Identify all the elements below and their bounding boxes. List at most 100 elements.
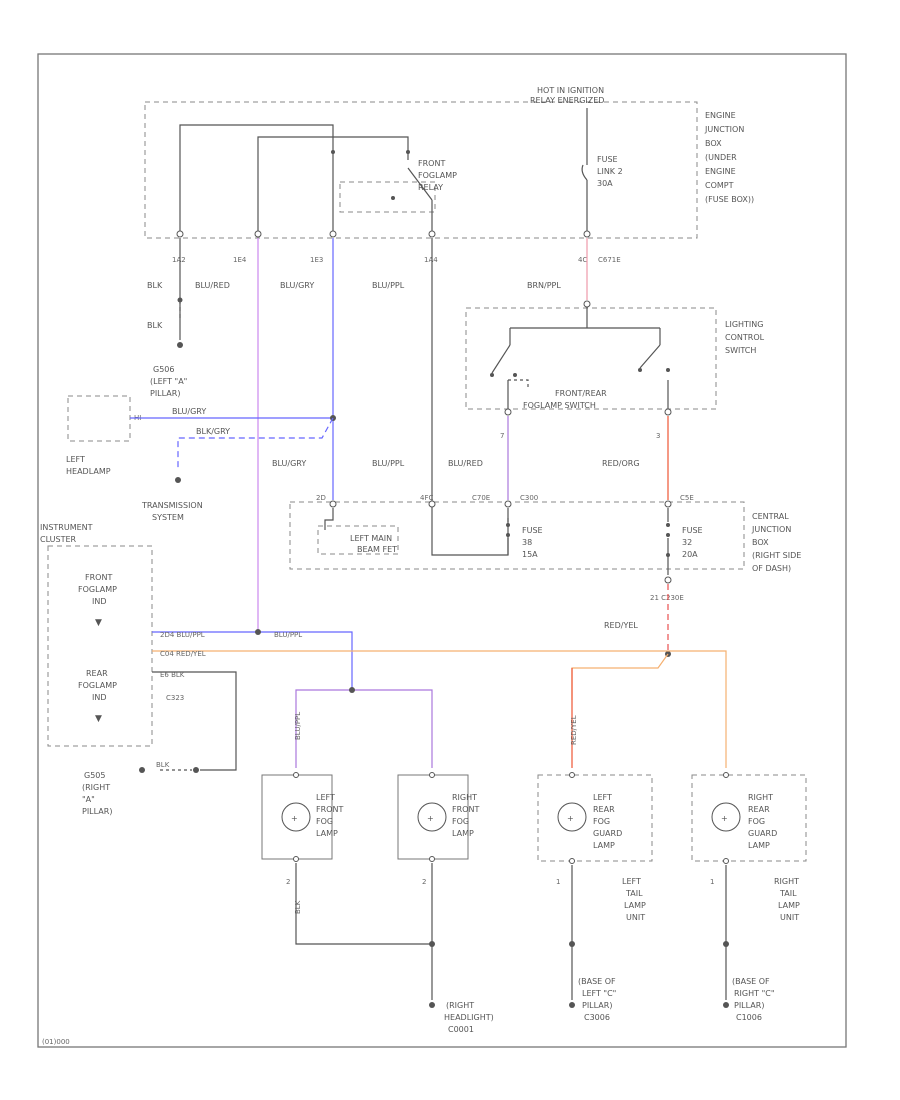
svg-text:30A: 30A [597, 179, 613, 188]
blk-lamp-wire: BLK [294, 900, 302, 914]
svg-text:BOX: BOX [705, 139, 722, 148]
c671e: C671E [598, 256, 621, 264]
svg-text:20A: 20A [682, 550, 698, 559]
svg-text:UNIT: UNIT [780, 913, 799, 922]
right-c-pillar-ground-label: (BASE OF RIGHT "C" PILLAR) C1006 [732, 977, 775, 1022]
svg-text:(FUSE BOX)): (FUSE BOX)) [705, 195, 754, 204]
left-c-pillar-ground-label: (BASE OF LEFT "C" PILLAR) C3006 [578, 977, 616, 1022]
svg-text:"A": "A" [82, 795, 95, 804]
transmission-system-label: TRANSMISSION SYSTEM [141, 501, 203, 522]
svg-text:(BASE OF: (BASE OF [578, 977, 616, 986]
g505-ground-label: G505 (RIGHT "A" PILLAR) [82, 771, 112, 816]
svg-text:FRONT: FRONT [316, 805, 343, 814]
svg-text:UNIT: UNIT [626, 913, 645, 922]
instrument-cluster-outline [47, 545, 153, 747]
svg-text:FOGLAMP SWITCH: FOGLAMP SWITCH [523, 401, 596, 410]
svg-text:C0001: C0001 [448, 1025, 474, 1034]
blu-gry-wire-1: BLU/GRY [280, 281, 314, 290]
pin-1a2: 1A2 [172, 256, 186, 264]
rear-foglamp-indicator-label: REAR FOGLAMP IND [78, 669, 117, 702]
right-rear-fog-guard-lamp: + RIGHT REAR FOG GUARD LAMP [691, 772, 807, 864]
pin-1e3: 1E3 [310, 256, 323, 264]
front-foglamp-relay-outline [339, 181, 436, 213]
svg-text:PILLAR): PILLAR) [150, 389, 180, 398]
svg-text:TAIL: TAIL [625, 889, 643, 898]
svg-text:G505: G505 [84, 771, 105, 780]
pin-1a4: 1A4 [424, 256, 438, 264]
svg-text:FUSE: FUSE [682, 526, 703, 535]
front-foglamp-indicator-icon: ▼ [95, 618, 102, 628]
svg-text:REAR: REAR [86, 669, 108, 678]
svg-text:SWITCH: SWITCH [725, 346, 756, 355]
left-main-beam-fet-label: LEFT MAIN BEAM FET [350, 534, 397, 554]
connector-c300: C300 [520, 494, 538, 502]
svg-text:LEFT: LEFT [622, 877, 641, 886]
lighting-control-switch-label: LIGHTING CONTROL SWITCH [725, 320, 765, 355]
svg-text:REAR: REAR [593, 805, 615, 814]
relay-energized-label: RELAY ENERGIZED [530, 96, 604, 105]
svg-text:LEFT "C": LEFT "C" [582, 989, 616, 998]
svg-text:FRONT: FRONT [418, 159, 445, 168]
blk-wire-1: BLK [147, 281, 163, 290]
svg-text:HEADLAMP: HEADLAMP [66, 467, 111, 476]
blk-small-wire: BLK [156, 761, 170, 769]
cluster-wire-red-yel: C04 RED/YEL [160, 650, 206, 658]
right-rear-fog-lamp-pin: 1 [710, 878, 714, 886]
left-front-fog-lamp-pin: 2 [286, 878, 290, 886]
right-tail-lamp-unit-label: RIGHT TAIL LAMP UNIT [774, 877, 800, 922]
svg-text:FOGLAMP: FOGLAMP [418, 171, 457, 180]
connector-4fc: 4FC [420, 494, 433, 502]
svg-text:FOG: FOG [593, 817, 610, 826]
svg-text:FRONT: FRONT [85, 573, 112, 582]
svg-text:(BASE OF: (BASE OF [732, 977, 770, 986]
svg-text:INSTRUMENT: INSTRUMENT [40, 523, 93, 532]
blu-red-wire-1: BLU/RED [195, 281, 230, 290]
cluster-wire-blu-ppl-b: BLU/PPL [274, 631, 302, 639]
switch-pin-7: 7 [500, 432, 504, 440]
svg-text:C3006: C3006 [584, 1013, 610, 1022]
front-foglamp-relay-label: FRONT FOGLAMP RELAY [418, 159, 457, 192]
front-rear-foglamp-switch-label: FRONT/REAR FOGLAMP SWITCH [523, 389, 607, 410]
blu-gry-wire-2: BLU/GRY [172, 407, 206, 416]
svg-text:FRONT: FRONT [452, 805, 479, 814]
svg-text:BOX: BOX [752, 538, 769, 547]
svg-text:FOGLAMP: FOGLAMP [78, 585, 117, 594]
svg-text:G506: G506 [153, 365, 174, 374]
svg-text:SYSTEM: SYSTEM [152, 513, 184, 522]
left-tail-lamp-unit-label: LEFT TAIL LAMP UNIT [622, 877, 646, 922]
central-junction-box-outline [289, 501, 745, 570]
blk-wire-2: BLK [147, 321, 163, 330]
svg-text:(UNDER: (UNDER [705, 153, 737, 162]
svg-text:LINK 2: LINK 2 [597, 167, 623, 176]
svg-text:+: + [291, 814, 298, 823]
svg-text:LAMP: LAMP [452, 829, 474, 838]
svg-text:COMPT: COMPT [705, 181, 734, 190]
svg-text:+: + [427, 814, 434, 823]
svg-text:C1006: C1006 [736, 1013, 762, 1022]
svg-text:IND: IND [92, 693, 107, 702]
svg-text:LAMP: LAMP [593, 841, 615, 850]
svg-text:(LEFT "A": (LEFT "A" [150, 377, 187, 386]
svg-text:JUNCTION: JUNCTION [704, 125, 744, 134]
svg-text:RELAY: RELAY [418, 183, 443, 192]
svg-text:FOGLAMP: FOGLAMP [78, 681, 117, 690]
svg-text:FOG: FOG [748, 817, 765, 826]
blu-ppl-lamp-wire: BLU/PPL [294, 712, 302, 740]
svg-text:LEFT: LEFT [66, 455, 85, 464]
instrument-cluster-label: INSTRUMENT CLUSTER [40, 523, 93, 544]
svg-text:PILLAR): PILLAR) [582, 1001, 612, 1010]
svg-text:LEFT: LEFT [593, 793, 612, 802]
brn-ppl-wire: BRN/PPL [527, 281, 561, 290]
svg-text:LIGHTING: LIGHTING [725, 320, 763, 329]
svg-text:(RIGHT: (RIGHT [82, 783, 110, 792]
hot-in-ignition-label: HOT IN IGNITION [537, 86, 604, 95]
engine-junction-box-outline [144, 101, 698, 239]
rear-foglamp-indicator-icon: ▼ [95, 714, 102, 724]
right-front-fog-lamp: + RIGHT FRONT FOG LAMP [397, 772, 479, 862]
fuse-32-label: FUSE 32 20A [682, 526, 703, 559]
right-headlight-ground-label: (RIGHT HEADLIGHT) C0001 [444, 1001, 494, 1034]
left-rear-fog-lamp-pin: 1 [556, 878, 560, 886]
connector-c5e: C5E [680, 494, 694, 502]
svg-text:RIGHT: RIGHT [774, 877, 799, 886]
